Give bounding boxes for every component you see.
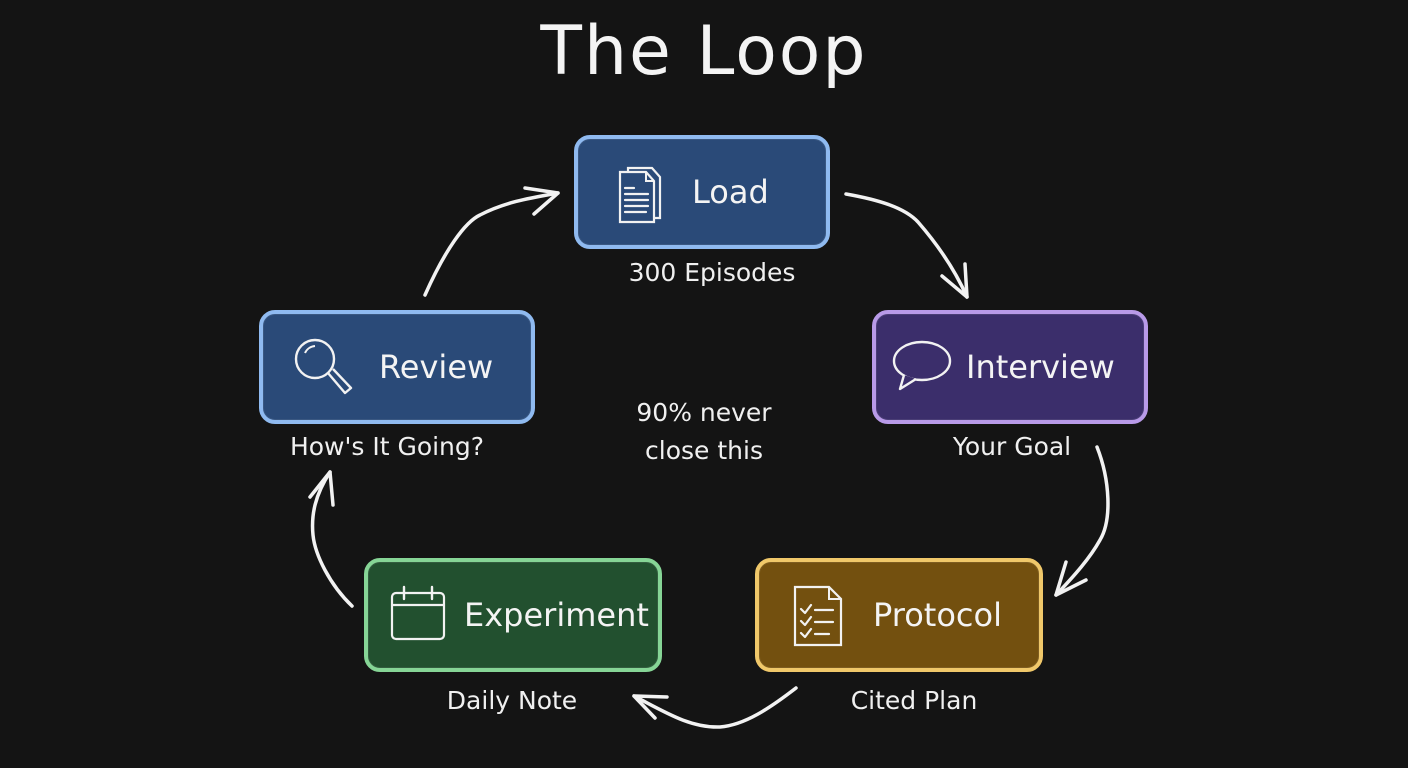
arrow-review-to-load xyxy=(423,186,560,297)
node-protocol: Protocol xyxy=(755,558,1043,672)
node-label: Experiment xyxy=(464,596,649,634)
node-caption: Your Goal xyxy=(952,432,1072,461)
documents-icon xyxy=(606,160,670,224)
node-interview: Interview xyxy=(872,310,1148,424)
node-review: Review xyxy=(259,310,535,424)
node-label: Review xyxy=(379,348,494,386)
node-caption: Daily Note xyxy=(446,686,578,715)
center-note: 90% never close this xyxy=(600,394,808,470)
node-caption: How's It Going? xyxy=(289,432,485,461)
node-experiment: Experiment xyxy=(364,558,662,672)
diagram-title: The Loop xyxy=(540,12,868,91)
node-label: Interview xyxy=(966,348,1115,386)
arrow-experiment-to-review xyxy=(308,470,354,608)
node-caption: Cited Plan xyxy=(850,686,978,715)
center-note-line: 90% never xyxy=(636,398,772,427)
node-label: Load xyxy=(692,173,769,211)
node-caption: 300 Episodes xyxy=(628,258,796,287)
checklist-icon xyxy=(787,583,851,647)
arrow-load-to-interview xyxy=(844,192,969,299)
center-note-line: close this xyxy=(645,436,763,465)
node-load: Load xyxy=(574,135,830,249)
magnifier-icon xyxy=(291,335,355,399)
calendar-icon xyxy=(386,583,450,647)
node-label: Protocol xyxy=(873,596,1002,634)
arrow-interview-to-protocol xyxy=(1054,445,1110,597)
arrow-protocol-to-experiment xyxy=(632,686,798,729)
speech-bubble-icon xyxy=(890,335,954,399)
